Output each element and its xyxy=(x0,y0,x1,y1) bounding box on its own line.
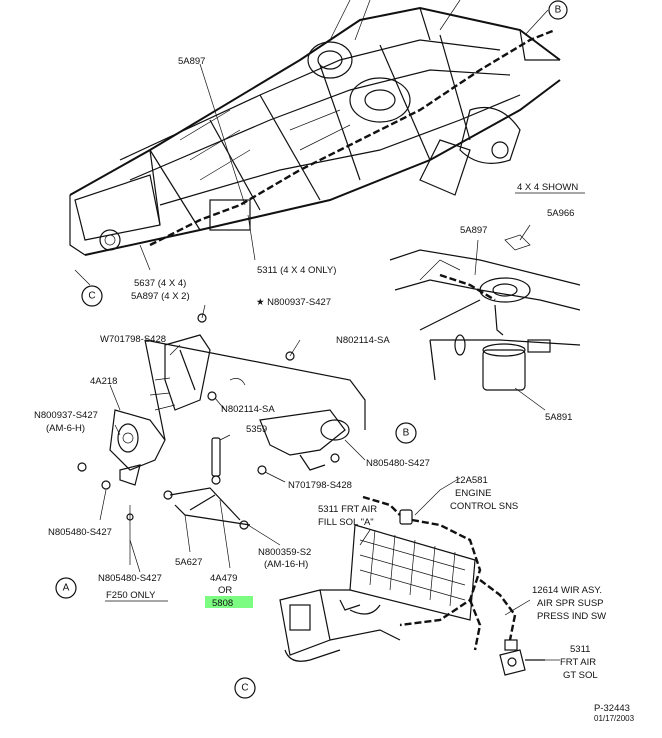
callout-b-mid: B xyxy=(395,422,417,444)
label-5a891: 5A891 xyxy=(545,412,572,423)
label-5311-frt-air: 5311 FRT AIR xyxy=(318,504,377,515)
label-5808: 5808 xyxy=(212,598,233,609)
sensor-wiring-drawing xyxy=(279,477,560,676)
svg-text:A: A xyxy=(63,583,70,594)
label-n802114-mid: N802114-SA xyxy=(221,404,275,415)
label-5a897-top: 5A897 xyxy=(178,56,205,67)
frame-assembly-drawing xyxy=(69,0,561,286)
highlight-5808 xyxy=(205,596,253,608)
label-n800937-left: N800937-S427 xyxy=(34,410,98,421)
callout-c-left: C xyxy=(81,285,103,307)
figure-date: 01/17/2003 xyxy=(594,714,635,723)
svg-text:B: B xyxy=(555,5,562,16)
label-5a966: 5A966 xyxy=(547,208,574,219)
label-press-ind-sw: PRESS IND SW xyxy=(537,611,606,622)
label-air-spr-susp: AIR SPR SUSP xyxy=(537,598,604,609)
label-4x4-shown: 4 X 4 SHOWN xyxy=(517,182,578,193)
svg-text:C: C xyxy=(241,683,248,694)
label-n701798: N701798-S428 xyxy=(288,480,352,491)
label-f250-only: F250 ONLY xyxy=(106,590,156,601)
label-am6h: (AM-6-H) xyxy=(46,423,85,434)
callout-b-top: B xyxy=(548,0,568,20)
callout-c-bottom: C xyxy=(234,677,256,699)
label-5a897-4x2: 5A897 (4 X 2) xyxy=(131,291,190,302)
inset-sensor-drawing xyxy=(389,224,581,411)
svg-text:C: C xyxy=(88,291,95,302)
label-n800359: N800359-S2 xyxy=(258,547,311,558)
label-engine: ENGINE xyxy=(455,488,491,499)
label-n800937-star: ★ N800937-S427 xyxy=(256,297,331,308)
label-5359: 5359 xyxy=(246,424,267,435)
label-12a581: 12A581 xyxy=(455,475,488,486)
label-5311-4x4: 5311 (4 X 4 ONLY) xyxy=(257,265,336,276)
bracket-linkage-drawing xyxy=(77,304,366,573)
label-n805480-left: N805480-S427 xyxy=(48,527,112,538)
label-n805480-right: N805480-S427 xyxy=(366,458,430,469)
label-n805480-bottom: N805480-S427 xyxy=(98,573,162,584)
label-w701798: W701798-S428 xyxy=(100,334,166,345)
label-4a479: 4A479 xyxy=(210,573,237,584)
label-5637: 5637 (4 X 4) xyxy=(134,278,186,289)
label-n802114-right: N802114-SA xyxy=(336,335,390,346)
label-fill-sol: FILL SOL "A" xyxy=(318,517,374,528)
label-5311-gt: 5311 xyxy=(570,644,590,655)
label-frt-air: FRT AIR xyxy=(560,657,596,668)
label-5a627: 5A627 xyxy=(175,557,202,568)
label-gt-sol: GT SOL xyxy=(563,670,598,681)
figure-number: P-32443 xyxy=(594,703,630,714)
label-inset-5a897: 5A897 xyxy=(460,225,487,236)
svg-text:B: B xyxy=(403,428,410,439)
label-12614: 12614 WIR ASY. xyxy=(532,585,602,596)
label-am16h: (AM-16-H) xyxy=(264,559,308,570)
callout-a: A xyxy=(55,577,77,599)
label-control-sns: CONTROL SNS xyxy=(450,501,518,512)
label-or: OR xyxy=(218,585,232,596)
label-4a218: 4A218 xyxy=(90,376,117,387)
